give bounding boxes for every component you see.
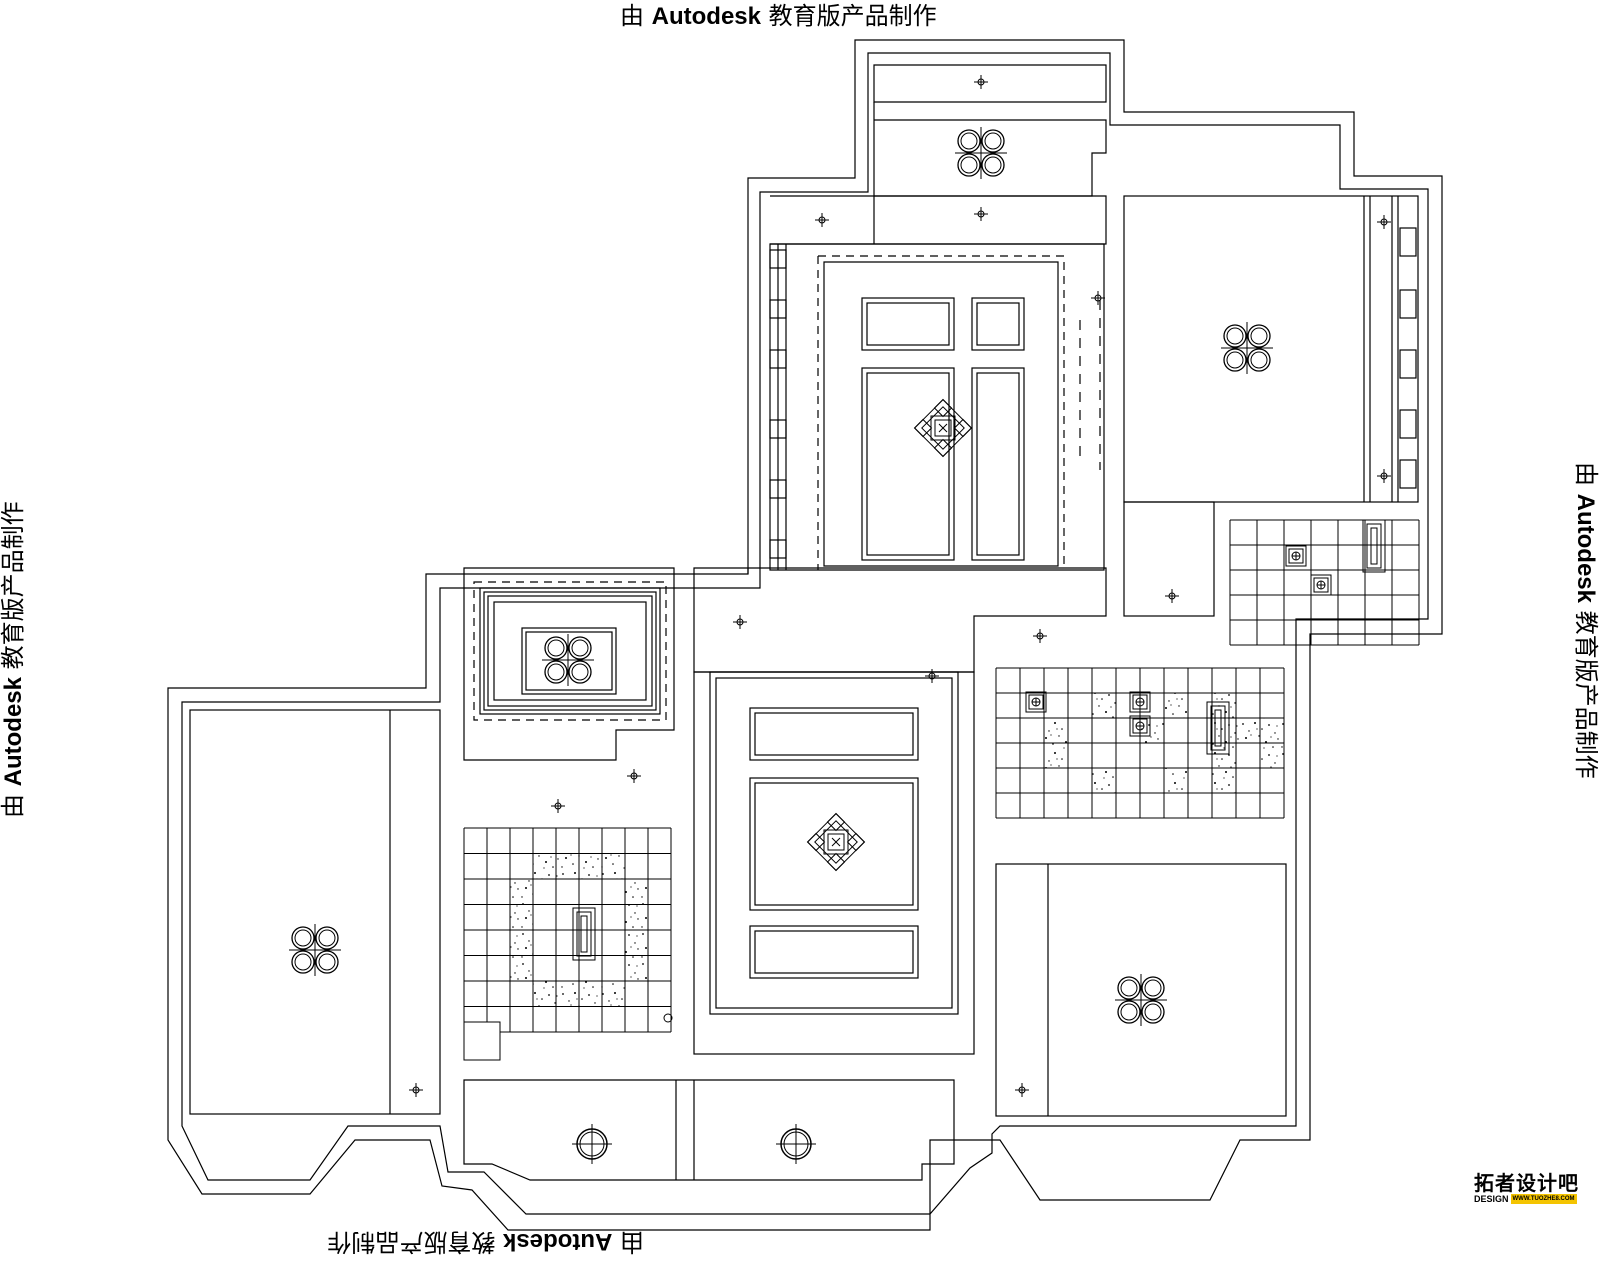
terrazzo-tile	[533, 981, 556, 1007]
downlight-icon	[408, 1082, 424, 1098]
light-fixture-four-circle-icon	[288, 923, 342, 977]
logo-url: WWW.TUOZHE8.COM	[1510, 1194, 1577, 1204]
terrazzo-tile	[1212, 718, 1236, 743]
exhaust-fan-icon	[1025, 691, 1047, 713]
terrazzo-tile	[1092, 693, 1116, 718]
pendant-light-icon	[1361, 518, 1387, 574]
downlight-icon	[1164, 588, 1180, 604]
terrazzo-tile	[625, 930, 648, 956]
outer-wall	[167, 39, 1443, 1231]
downlight-icon	[973, 206, 989, 222]
bathroom-tile-grid-left	[463, 827, 672, 1033]
terrazzo-tile	[510, 879, 533, 905]
light-fixture-four-circle-icon	[954, 126, 1008, 180]
terrazzo-tile	[556, 853, 579, 879]
downlight-icon	[1090, 290, 1106, 306]
downlight-icon	[626, 768, 642, 784]
terrazzo-tile	[579, 981, 602, 1007]
terrazzo-tile	[602, 853, 625, 879]
terrazzo-tile	[1260, 718, 1284, 743]
terrazzo-tile	[1164, 768, 1188, 793]
kitchen-tile-grid	[1229, 519, 1420, 646]
downlight-icon	[732, 614, 748, 630]
terrazzo-tile	[510, 955, 533, 981]
watermark-bottom: 由 Autodesk 教育版产品制作	[327, 1228, 644, 1256]
terrazzo-tile	[625, 904, 648, 930]
floor-tile-grids	[463, 519, 1420, 1061]
downlight-icon	[814, 212, 830, 228]
logo-cn: 拓者设计吧	[1474, 1171, 1579, 1195]
light-fixture-four-circle-icon	[1114, 973, 1168, 1027]
exhaust-fan-icon	[1129, 715, 1151, 737]
terrazzo-tile	[1140, 718, 1164, 743]
terrazzo-tile	[1044, 718, 1068, 743]
terrazzo-tile	[556, 981, 579, 1007]
terrazzo-tile	[602, 981, 625, 1007]
terrazzo-tile	[625, 879, 648, 905]
watermark-left: 由 Autodesk 教育版产品制作	[0, 501, 27, 818]
exhaust-fan-icon	[1129, 691, 1151, 713]
downlight-icon	[1032, 628, 1048, 644]
downlight-icon	[1014, 1082, 1030, 1098]
downlight-icon	[973, 74, 989, 90]
terrazzo-tile	[1164, 693, 1188, 718]
ceiling-symbols	[288, 74, 1392, 1165]
terrazzo-tile	[1260, 743, 1284, 768]
exhaust-fan-icon	[1285, 545, 1307, 567]
inner-wall	[181, 52, 1429, 1215]
light-fixture-four-circle-icon	[541, 633, 595, 687]
terrazzo-tile	[510, 904, 533, 930]
downlight-icon	[571, 1123, 613, 1165]
bathroom-tile-grid-right	[995, 667, 1285, 819]
watermark-right: 由 Autodesk 教育版产品制作	[1572, 462, 1600, 779]
terrazzo-tile	[1044, 743, 1068, 768]
downlight-icon	[1376, 214, 1392, 230]
ceiling-medallion-icon	[914, 399, 972, 457]
downlight-icon	[550, 798, 566, 814]
terrazzo-tile	[533, 853, 556, 879]
terrazzo-tile	[1236, 718, 1260, 743]
exhaust-fan-icon	[1310, 574, 1332, 596]
light-fixture-four-circle-icon	[1220, 321, 1274, 375]
shower-corner	[463, 1021, 501, 1061]
terrazzo-tile	[1212, 743, 1236, 768]
terrazzo-tile	[625, 955, 648, 981]
terrazzo-tile	[510, 930, 533, 956]
downlight-icon	[1376, 468, 1392, 484]
watermark-top: 由 Autodesk 教育版产品制作	[620, 2, 937, 30]
ceiling-medallion-icon	[807, 813, 865, 871]
terrazzo-tile	[1212, 768, 1236, 793]
floor-drain-icon	[663, 1013, 673, 1023]
logo-en: DESIGN	[1474, 1194, 1509, 1204]
terrazzo-tile	[1092, 768, 1116, 793]
terrazzo-tile	[579, 853, 602, 879]
pendant-light-icon	[571, 906, 597, 962]
downlight-icon	[775, 1123, 817, 1165]
downlight-icon	[924, 668, 940, 684]
